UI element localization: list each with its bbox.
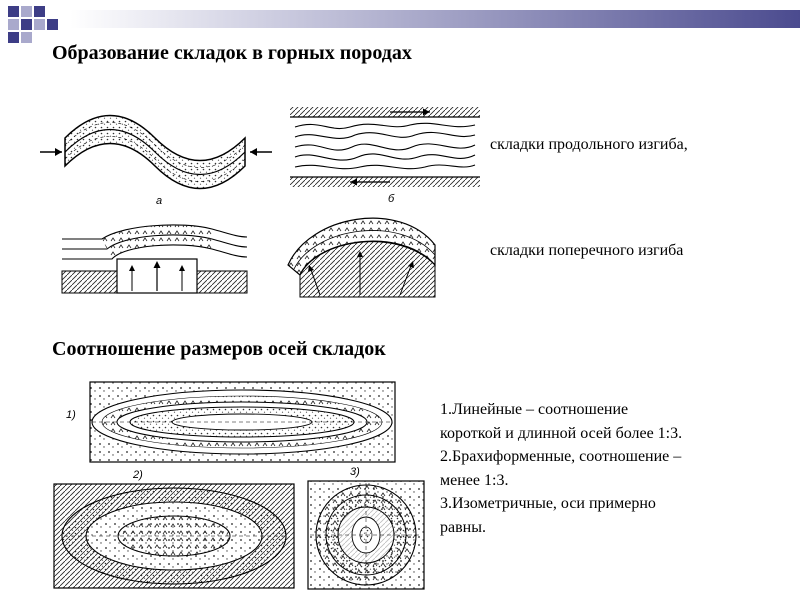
fold-diagram-transverse-block [61,224,248,294]
decor-square [8,19,19,30]
note-line: 3.Изометричные, оси примерно [440,495,656,512]
caption-transverse: складки поперечного изгиба [490,242,684,259]
fold-plan-isometric: 3) [307,466,425,590]
note-line: 1.Линейные – соотношение [440,401,629,418]
fold-plan-linear: 1) [66,381,396,463]
fold-plan-brachyform: 2) [53,469,295,589]
decor-square [21,6,32,17]
decor-square [34,6,45,17]
slide-title-bottom: Соотношение размеров осей складок [52,338,386,360]
decor-square [8,6,19,17]
caption-longitudinal: складки продольного изгиба, [490,136,688,153]
figure-label-1: 1) [66,409,76,421]
figure-label-a: а [156,195,162,207]
decor-square [21,32,32,43]
figure-label-3: 3) [350,466,360,478]
decor-square [47,19,58,30]
decor-square [21,19,32,30]
note-line: менее 1:3. [440,471,509,489]
fold-types-notes: 1.Линейные – соотношение короткой и длин… [440,398,790,539]
note-line: 2.Брахиформенные, соотношение – [440,448,682,465]
decor-square [8,32,19,43]
fold-diagram-transverse-dome [287,217,436,298]
note-line: короткой и длинной осей более 1:3. [440,424,683,442]
fold-diagram-longitudinal-a: а [40,114,272,207]
note-line: равны. [440,518,486,536]
decor-square [34,19,45,30]
figure-label-b: б [388,193,395,205]
figure-label-2: 2) [132,469,143,481]
slide-title-top: Образование складок в горных породах [52,42,412,64]
fold-diagram-longitudinal-b: б [290,107,480,205]
header-gradient-bar [70,10,800,28]
